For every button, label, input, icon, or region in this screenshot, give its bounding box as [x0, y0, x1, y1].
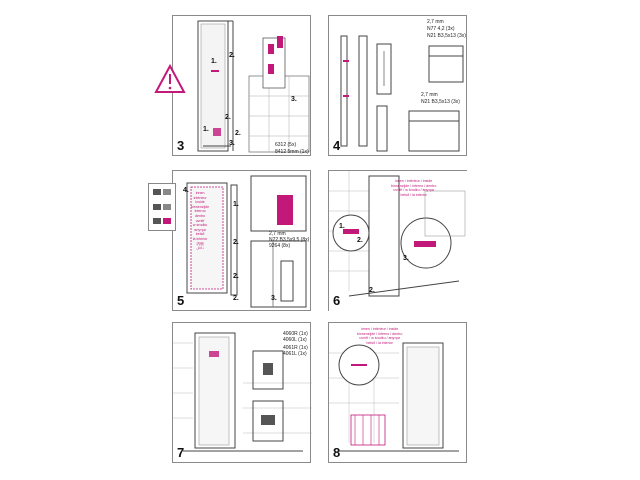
part-n22: N22 B3,5x9,5 (8x) [269, 237, 310, 243]
drill-size: 2,7 mm [269, 231, 286, 237]
inside-line-1: innen / intérieur / inside [361, 327, 399, 331]
inside-line-1: innen / intérieur / inside [395, 179, 433, 183]
inside-ar: داخل [196, 246, 204, 251]
step-panel-8: innen / intérieur / inside binnenzijde /… [328, 322, 467, 463]
step-panel-5: innen intérieur inside binnenzijde inter… [172, 170, 311, 311]
callout-2: 2. [229, 52, 235, 59]
step-3-illustration [197, 20, 310, 153]
step-number: 7 [177, 445, 185, 460]
inside-line-4: belső / la interior [400, 192, 427, 197]
part-4061l: 4061L (1x) [283, 351, 307, 357]
step-8-illustration [329, 342, 459, 452]
part-4060r: 4060R (1x) [283, 331, 308, 337]
callout-4: 4. [183, 187, 189, 194]
inside-zh: 内侧 [196, 241, 204, 246]
inside-label-multilang: innen intérieur inside binnenzijde inter… [191, 191, 209, 251]
callout-2c: 2. [233, 295, 239, 302]
inside-label-multilang: innen / intérieur / inside binnenzijde /… [357, 327, 402, 345]
inside-line-2: binnenzijde / interno / dentro [391, 183, 437, 188]
inside-fr: intérieur [193, 195, 207, 200]
step-5-illustration [186, 175, 307, 308]
inside-line-3: uvnitř / w środku / внутри [393, 188, 434, 193]
step-number: 6 [333, 293, 341, 308]
inside-line-3: uvnitř / w środku / внутри [359, 336, 400, 341]
inside-nl: binnenzijde [191, 204, 210, 209]
part-4061r: 4061R (1x) [283, 345, 308, 351]
inside-cz: uvnitř [195, 218, 205, 223]
step-number: 3 [177, 138, 185, 153]
part-n21-top: N21 B3,5x13 (3x) [427, 33, 466, 39]
callout-3: 3. [291, 96, 297, 103]
inside-ro: la interior [192, 236, 208, 241]
callout-1: 1. [211, 58, 217, 65]
callout-2b: 2. [225, 114, 231, 121]
step-6-illustration [329, 171, 468, 312]
callout-3b: 3. [229, 140, 235, 147]
inside-line-2: binnenzijde / interno / dentro [357, 331, 403, 336]
step-4-illustration [340, 35, 464, 152]
callout-1: 1. [233, 201, 239, 208]
inside-it: interno [194, 209, 206, 214]
step-panel-7: 4060R (1x) 4060L (1x) 4061R (1x) 4061L (… [172, 322, 312, 463]
step-panel-3: 1. 2. 2. 3. 1. 2. 3. 6312 (5x) 8412 5mm … [172, 15, 311, 156]
inside-line-4: belső / la interior [366, 340, 393, 345]
screwdriver-icon [153, 189, 171, 224]
step-number: 5 [177, 293, 185, 308]
inside-en: inside [195, 200, 205, 205]
part-6312: 6312 (5x) [275, 142, 297, 148]
callout-1b: 1. [203, 126, 209, 133]
warning-icon [154, 63, 186, 93]
part-8412: 8412 5mm (1x) [275, 149, 309, 155]
callout-2c: 2. [235, 130, 241, 137]
part-n77: N77 4,2 (3x) [427, 26, 455, 32]
callout-3: 3. [271, 295, 277, 302]
callout-3: 3. [403, 255, 409, 262]
inside-hu: belső [195, 232, 205, 237]
step-7-illustration [173, 332, 312, 452]
step-number: 4 [333, 138, 341, 153]
step-panel-6: innen / intérieur / inside binnenzijde /… [328, 170, 468, 312]
inside-de: innen [195, 191, 205, 195]
part-4060l: 4060L (1x) [283, 337, 307, 343]
tool-icons-box [148, 183, 176, 231]
drill-size-1: 2,7 mm [427, 19, 444, 25]
callout-2b: 2. [233, 273, 239, 280]
inside-label-multilang: innen / intérieur / inside binnenzijde /… [391, 179, 436, 197]
inside-es: dentro [194, 213, 206, 218]
step-panel-4: 2,7 mm N77 4,2 (3x) N21 B3,5x13 (3x) 2,7… [328, 15, 467, 156]
inside-ru: внутри [194, 227, 206, 232]
callout-2: 2. [233, 239, 239, 246]
callout-1: 1. [339, 223, 345, 230]
inside-pl: w środku [192, 223, 208, 228]
callout-2: 2. [357, 237, 363, 244]
callout-2b: 2. [369, 287, 375, 294]
drill-size-2: 2,7 mm [421, 92, 438, 98]
part-9264: 9264 (8x) [269, 243, 291, 249]
part-n21-bottom: N21 B3,5x13 (3x) [421, 99, 460, 105]
step-number: 8 [333, 445, 341, 460]
